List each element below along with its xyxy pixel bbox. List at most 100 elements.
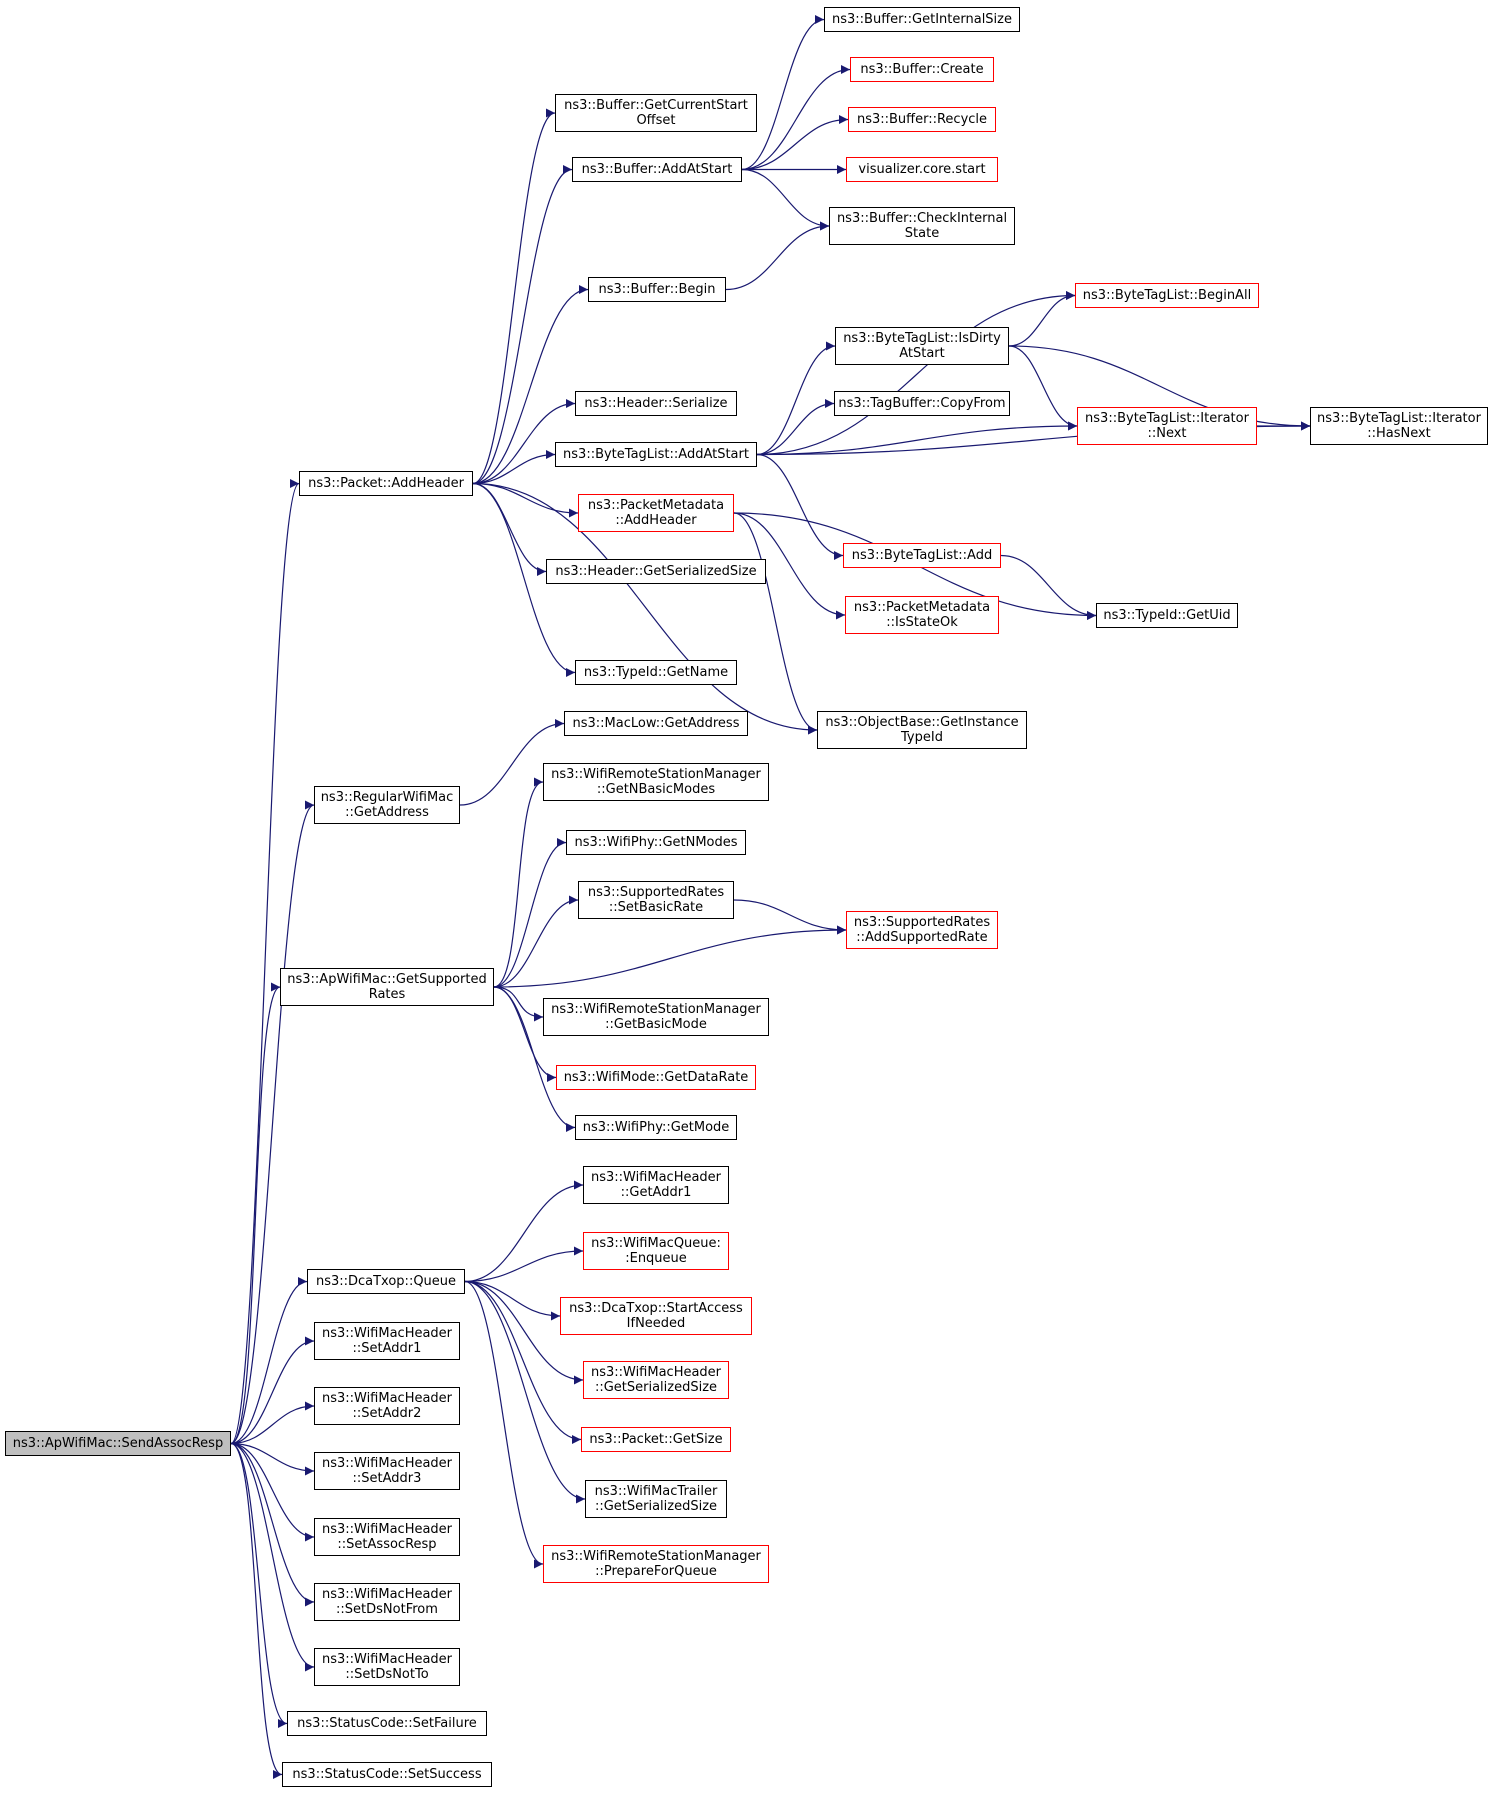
- node-wmh-setaddr2[interactable]: ns3::WifiMacHeader ::SetAddr2: [314, 1387, 460, 1425]
- node-sr-addsupportedrate[interactable]: ns3::SupportedRates ::AddSupportedRate: [846, 911, 998, 949]
- edge-root-to-ap-getsupportedrates: [230, 982, 281, 1445]
- edge-root-to-wmh-setdsnotfrom: [230, 1442, 315, 1607]
- node-wrsm-getbasicmode[interactable]: ns3::WifiRemoteStationManager ::GetBasic…: [543, 998, 769, 1036]
- node-typeid-getuid[interactable]: ns3::TypeId::GetUid: [1096, 603, 1238, 628]
- edge-pkt-addheader-to-typeid-getname: [472, 482, 576, 677]
- edge-btl-addatstart-to-btl-add: [756, 453, 844, 560]
- edge-btl-isdirty-to-btl-beginall: [1008, 291, 1076, 347]
- edge-root-to-wmh-setaddr2: [230, 1401, 315, 1445]
- edge-dca-queue-to-wmt-getserializedsize: [464, 1280, 586, 1504]
- node-btl-iter-next[interactable]: ns3::ByteTagList::Iterator ::Next: [1077, 407, 1257, 445]
- edge-btl-addatstart-to-btl-beginall: [756, 291, 1076, 456]
- node-vis-start[interactable]: visualizer.core.start: [846, 157, 998, 182]
- node-buf-getcurrentstart[interactable]: ns3::Buffer::GetCurrentStart Offset: [555, 94, 757, 132]
- node-buf-create[interactable]: ns3::Buffer::Create: [850, 57, 994, 82]
- node-buf-begin[interactable]: ns3::Buffer::Begin: [588, 277, 726, 302]
- node-dca-queue[interactable]: ns3::DcaTxop::Queue: [307, 1269, 465, 1294]
- node-wmh-setdsnotfrom[interactable]: ns3::WifiMacHeader ::SetDsNotFrom: [314, 1583, 460, 1621]
- node-sc-setsuccess[interactable]: ns3::StatusCode::SetSuccess: [282, 1762, 492, 1787]
- node-buf-addatstart[interactable]: ns3::Buffer::AddAtStart: [572, 157, 742, 182]
- node-dca-startaccess[interactable]: ns3::DcaTxop::StartAccess IfNeeded: [560, 1297, 752, 1335]
- node-wmt-getserializedsize[interactable]: ns3::WifiMacTrailer ::GetSerializedSize: [585, 1480, 727, 1518]
- edge-buf-addatstart-to-buf-create: [741, 65, 851, 171]
- edge-buf-addatstart-to-buf-checkinternal: [741, 168, 830, 231]
- edge-ap-getsupportedrates-to-wrsm-getnbasicmodes: [493, 777, 544, 988]
- node-pkt-getsize[interactable]: ns3::Packet::GetSize: [581, 1427, 731, 1452]
- edge-btl-isdirty-to-btl-iter-next: [1008, 345, 1078, 431]
- edge-root-to-wmh-setdsnotto: [230, 1442, 315, 1672]
- edge-buf-begin-to-buf-checkinternal: [725, 221, 830, 291]
- edge-root-to-wmh-setaddr3: [230, 1442, 315, 1476]
- edge-dca-queue-to-wmh-getaddr1: [464, 1180, 584, 1283]
- node-btl-iter-hasnext[interactable]: ns3::ByteTagList::Iterator ::HasNext: [1310, 407, 1488, 445]
- node-wrsm-getnbasicmodes[interactable]: ns3::WifiRemoteStationManager ::GetNBasi…: [543, 763, 769, 801]
- node-btl-isdirty[interactable]: ns3::ByteTagList::IsDirty AtStart: [835, 327, 1009, 365]
- node-buf-recycle[interactable]: ns3::Buffer::Recycle: [848, 107, 996, 132]
- node-pkt-addheader[interactable]: ns3::Packet::AddHeader: [299, 471, 473, 496]
- node-wmh-setdsnotto[interactable]: ns3::WifiMacHeader ::SetDsNotTo: [314, 1648, 460, 1686]
- edge-ap-getsupportedrates-to-sr-setbasicrate: [493, 895, 579, 988]
- node-wmh-setassocresp[interactable]: ns3::WifiMacHeader ::SetAssocResp: [314, 1518, 460, 1556]
- edge-dca-queue-to-wmh-getserializedsize: [464, 1280, 584, 1385]
- node-wmh-setaddr1[interactable]: ns3::WifiMacHeader ::SetAddr1: [314, 1322, 460, 1360]
- node-tagbuf-copyfrom[interactable]: ns3::TagBuffer::CopyFrom: [834, 391, 1010, 416]
- node-rwm-getaddress[interactable]: ns3::RegularWifiMac ::GetAddress: [314, 786, 460, 824]
- node-buf-checkinternal[interactable]: ns3::Buffer::CheckInternal State: [829, 207, 1015, 245]
- edge-btl-isdirty-to-btl-iter-hasnext: [1008, 345, 1311, 431]
- edge-pkt-addheader-to-objbase-getinstance: [472, 482, 818, 735]
- edge-root-to-sc-setsuccess: [230, 1442, 283, 1779]
- node-typeid-getname[interactable]: ns3::TypeId::GetName: [575, 660, 737, 685]
- edge-root-to-wmh-setassocresp: [230, 1442, 315, 1542]
- node-phy-getmode[interactable]: ns3::WifiPhy::GetMode: [575, 1115, 737, 1140]
- node-objbase-getinstance[interactable]: ns3::ObjectBase::GetInstance TypeId: [817, 711, 1027, 749]
- node-root[interactable]: ns3::ApWifiMac::SendAssocResp: [5, 1431, 231, 1456]
- node-buf-getinternalsize[interactable]: ns3::Buffer::GetInternalSize: [824, 7, 1020, 32]
- edge-dca-queue-to-dca-startaccess: [464, 1280, 561, 1321]
- node-wrsm-prepareforqueue[interactable]: ns3::WifiRemoteStationManager ::PrepareF…: [543, 1545, 769, 1583]
- edge-dca-queue-to-wrsm-prepareforqueue: [464, 1280, 544, 1569]
- edge-rwm-getaddress-to-maclow-getaddress: [459, 719, 565, 806]
- node-hdr-getserializedsize[interactable]: ns3::Header::GetSerializedSize: [546, 559, 766, 584]
- edge-pm-addheader-to-objbase-getinstance: [733, 512, 818, 735]
- node-pm-isstateok[interactable]: ns3::PacketMetadata ::IsStateOk: [845, 596, 999, 634]
- edge-root-to-sc-setfailure: [230, 1442, 288, 1728]
- node-sr-setbasicrate[interactable]: ns3::SupportedRates ::SetBasicRate: [578, 881, 734, 919]
- edge-pkt-addheader-to-buf-begin: [472, 285, 589, 485]
- node-wmh-getaddr1[interactable]: ns3::WifiMacHeader ::GetAddr1: [583, 1166, 729, 1204]
- edge-pkt-addheader-to-btl-addatstart: [472, 450, 556, 485]
- edge-ap-getsupportedrates-to-phy-getnmodes: [493, 838, 567, 988]
- node-btl-beginall[interactable]: ns3::ByteTagList::BeginAll: [1075, 283, 1259, 308]
- edge-buf-addatstart-to-buf-getinternalsize: [741, 15, 825, 171]
- edge-root-to-rwm-getaddress: [230, 800, 315, 1445]
- node-wmq-enqueue[interactable]: ns3::WifiMacQueue: :Enqueue: [583, 1232, 729, 1270]
- node-btl-addatstart[interactable]: ns3::ByteTagList::AddAtStart: [555, 442, 757, 467]
- node-phy-getnmodes[interactable]: ns3::WifiPhy::GetNModes: [566, 830, 746, 855]
- edge-pkt-addheader-to-hdr-getserializedsize: [472, 482, 547, 576]
- edge-btl-add-to-typeid-getuid: [1000, 554, 1097, 620]
- edge-pm-addheader-to-pm-isstateok: [733, 512, 846, 620]
- node-hdr-serialize[interactable]: ns3::Header::Serialize: [575, 391, 737, 416]
- edge-btl-addatstart-to-btl-iter-next: [756, 421, 1078, 456]
- node-wmh-setaddr3[interactable]: ns3::WifiMacHeader ::SetAddr3: [314, 1452, 460, 1490]
- edge-root-to-wmh-setaddr1: [230, 1336, 315, 1445]
- edge-pkt-addheader-to-pm-addheader: [472, 482, 579, 518]
- edge-pkt-addheader-to-hdr-serialize: [472, 399, 576, 485]
- edge-root-to-pkt-addheader: [230, 479, 300, 1445]
- node-maclow-getaddress[interactable]: ns3::MacLow::GetAddress: [564, 711, 748, 736]
- edge-pkt-addheader-to-buf-addatstart: [472, 165, 573, 485]
- node-mode-getdatarate[interactable]: ns3::WifiMode::GetDataRate: [556, 1065, 756, 1090]
- edge-root-to-dca-queue: [230, 1277, 308, 1445]
- edge-dca-queue-to-wmq-enqueue: [464, 1246, 584, 1283]
- node-btl-add[interactable]: ns3::ByteTagList::Add: [843, 543, 1001, 568]
- edge-dca-queue-to-pkt-getsize: [464, 1280, 582, 1444]
- edge-btl-addatstart-to-tagbuf-copyfrom: [756, 399, 835, 456]
- node-pm-addheader[interactable]: ns3::PacketMetadata ::AddHeader: [578, 494, 734, 532]
- edge-layer: [230, 15, 1311, 1779]
- node-ap-getsupportedrates[interactable]: ns3::ApWifiMac::GetSupported Rates: [280, 968, 494, 1006]
- node-sc-setfailure[interactable]: ns3::StatusCode::SetFailure: [287, 1711, 487, 1736]
- node-wmh-getserializedsize[interactable]: ns3::WifiMacHeader ::GetSerializedSize: [583, 1361, 729, 1399]
- edge-btl-addatstart-to-btl-isdirty: [756, 341, 836, 456]
- edge-ap-getsupportedrates-to-wrsm-getbasicmode: [493, 986, 544, 1022]
- edge-sr-setbasicrate-to-sr-addsupportedrate: [733, 899, 847, 935]
